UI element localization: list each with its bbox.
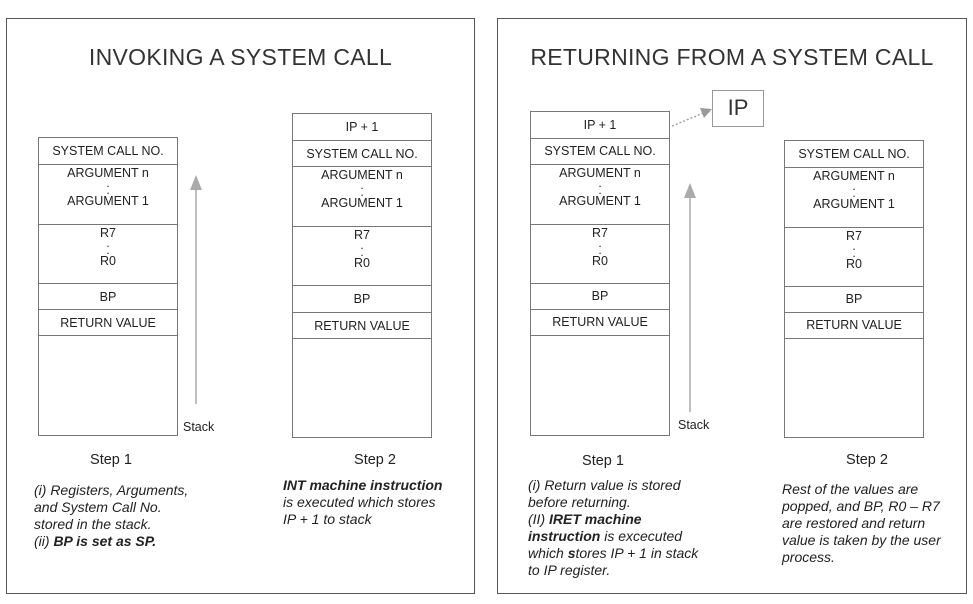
syscall-no-cell: SYSTEM CALL NO. <box>306 147 418 161</box>
bp-cell: BP <box>99 290 117 304</box>
return-value-cell: RETURN VALUE <box>314 319 410 333</box>
return-value-cell: RETURN VALUE <box>552 315 648 329</box>
stack-growth-arrow <box>684 183 696 412</box>
stack-invoke-step1: SYSTEM CALL NO. ARGUMENT n .. ARGUMENT 1… <box>38 137 178 436</box>
step2-description: Rest of the values are popped, and BP, R… <box>782 481 941 565</box>
step2-description: INT machine instruction is executed whic… <box>283 477 443 527</box>
stack-growth-arrow <box>190 175 202 404</box>
return-value-cell: RETURN VALUE <box>60 316 156 330</box>
arguments-cell: ARGUMENT n .. ARGUMENT 1 <box>321 168 403 210</box>
ip-cell: IP + 1 <box>583 118 617 132</box>
bp-cell: BP <box>845 292 863 306</box>
step2-label: Step 2 <box>846 452 888 468</box>
stack-return-step1: IP + 1 SYSTEM CALL NO. ARGUMENT n .. ARG… <box>530 111 670 436</box>
ip-transfer-arrow <box>671 108 712 127</box>
returning-title: RETURNING FROM A SYSTEM CALL <box>530 44 934 70</box>
step1-description: (i) Return value is stored before return… <box>528 477 699 578</box>
registers-cell: R7 .. R0 <box>100 226 116 268</box>
registers-cell: R7 .. R0 <box>846 229 862 271</box>
stack-label: Stack <box>678 418 710 432</box>
bp-cell: BP <box>353 292 371 306</box>
stack-return-step2: SYSTEM CALL NO. ARGUMENT n .. ARGUMENT 1… <box>784 140 924 438</box>
step1-label: Step 1 <box>582 453 624 469</box>
stack-invoke-step2: IP + 1 SYSTEM CALL NO. ARGUMENT n .. ARG… <box>292 113 432 438</box>
step1-label: Step 1 <box>90 452 132 468</box>
ip-register-box: IP <box>712 90 764 127</box>
syscall-no-cell: SYSTEM CALL NO. <box>544 144 656 158</box>
step2-label: Step 2 <box>354 452 396 468</box>
ip-cell: IP + 1 <box>345 120 379 134</box>
step1-description: (i) Registers, Arguments, and System Cal… <box>34 482 189 549</box>
syscall-no-cell: SYSTEM CALL NO. <box>52 144 164 158</box>
arguments-cell: ARGUMENT n .. ARGUMENT 1 <box>67 166 149 208</box>
bp-cell: BP <box>591 289 609 303</box>
registers-cell: R7 .. R0 <box>354 228 370 270</box>
stack-label: Stack <box>183 420 215 434</box>
arguments-cell: ARGUMENT n .. ARGUMENT 1 <box>559 166 641 208</box>
invoking-title: INVOKING A SYSTEM CALL <box>88 44 393 70</box>
syscall-no-cell: SYSTEM CALL NO. <box>798 147 910 161</box>
arguments-cell: ARGUMENT n .. ARGUMENT 1 <box>813 169 895 211</box>
registers-cell: R7 .. R0 <box>592 226 608 268</box>
return-value-cell: RETURN VALUE <box>806 318 902 332</box>
